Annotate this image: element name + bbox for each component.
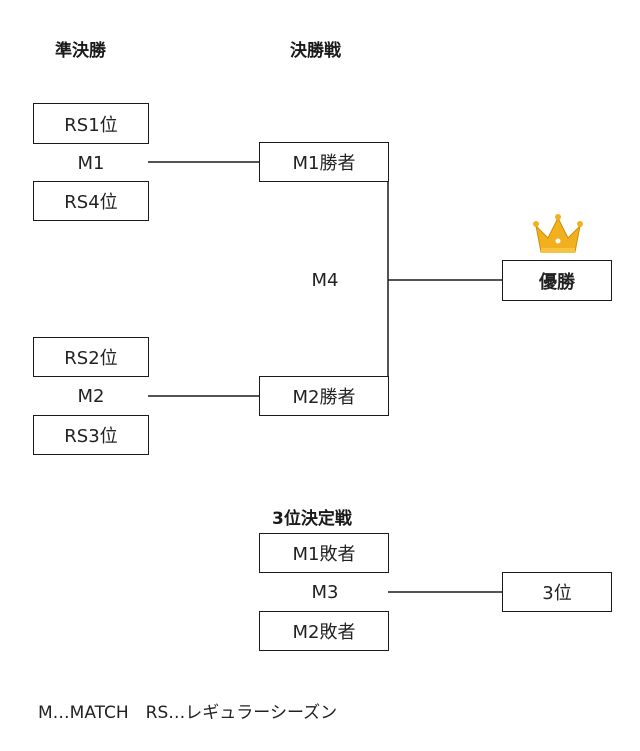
semifinal-2-bottom-seed: RS3位 xyxy=(33,415,149,455)
semifinal-1-top-seed: RS1位 xyxy=(33,103,149,144)
final-slot-1: M1勝者 xyxy=(259,142,389,182)
final-match-label: M4 xyxy=(311,269,339,291)
semifinal-2-top-seed: RS2位 xyxy=(33,337,149,377)
third-place-slot-1: M1敗者 xyxy=(259,533,389,573)
semifinal-1-bottom-seed: RS4位 xyxy=(33,181,149,221)
semifinal-2-match-label: M2 xyxy=(77,385,105,407)
champion-box: 優勝 xyxy=(502,260,612,301)
third-place-header: 3位決定戦 xyxy=(272,509,352,529)
final-header: 決勝戦 xyxy=(290,41,341,61)
semifinal-header: 準決勝 xyxy=(55,41,106,61)
crown-icon xyxy=(533,214,583,253)
third-place-result: 3位 xyxy=(502,572,612,612)
third-place-slot-2: M2敗者 xyxy=(259,611,389,651)
semifinal-1-match-label: M1 xyxy=(77,152,105,174)
legend-footnote: M…MATCH RS…レギュラーシーズン xyxy=(38,703,338,723)
final-slot-2: M2勝者 xyxy=(259,376,389,416)
third-place-match-label: M3 xyxy=(311,581,339,603)
